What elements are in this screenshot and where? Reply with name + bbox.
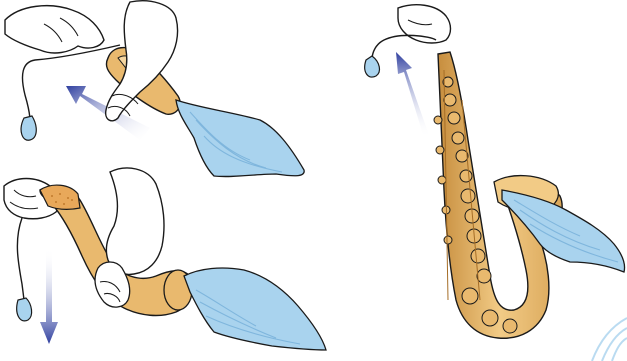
decorative-wave-icon	[592, 318, 627, 361]
panel-body-cleaning	[365, 5, 625, 339]
swab-cloth	[184, 268, 326, 350]
panel-neck-cleaning	[5, 1, 304, 177]
direction-arrow-down	[40, 248, 58, 344]
direction-arrow-up	[396, 52, 430, 138]
hand-top	[398, 5, 451, 43]
panel-crook-cleaning	[4, 168, 326, 350]
hand-holding-crook	[106, 168, 164, 274]
hand-left	[5, 6, 104, 53]
swab-string-weight	[21, 116, 36, 140]
swab-cloth	[176, 100, 304, 177]
